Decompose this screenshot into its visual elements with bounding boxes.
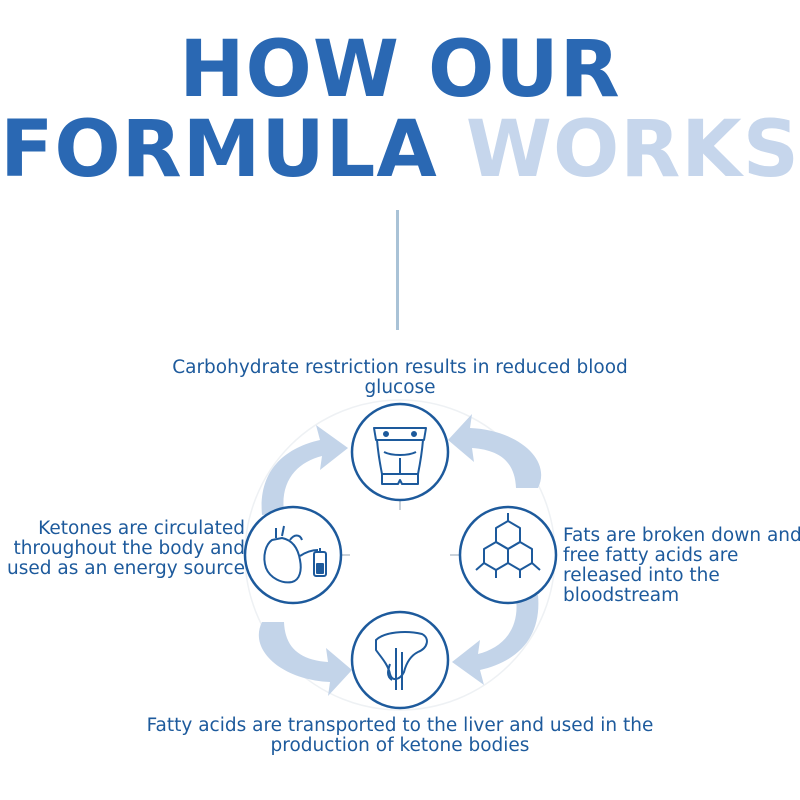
headline-line-2: FORMULA WORKS <box>0 108 800 192</box>
arrow-bottom-right <box>452 595 539 685</box>
torso-icon <box>350 402 450 502</box>
arrow-top-left <box>261 425 348 515</box>
headline-works: WORKS <box>465 105 800 195</box>
step-label-ketones-circulated: Ketones are circulated throughout the bo… <box>7 518 245 579</box>
headline-line-1: HOW OUR <box>0 28 800 112</box>
heart-iv-bag-icon <box>243 505 343 605</box>
arrow-bottom-left <box>258 622 352 696</box>
step-label-carb-restriction: Carbohydrate restriction results in redu… <box>172 357 628 398</box>
hexagon-molecule-icon <box>458 505 558 605</box>
headline-how-our: HOW OUR <box>179 25 621 115</box>
step-label-fatty-acids-liver: Fatty acids are transported to the liver… <box>146 715 654 756</box>
divider-line <box>396 210 399 330</box>
ring-ticks <box>340 500 460 556</box>
headline-formula: FORMULA <box>0 105 438 195</box>
step-label-fats-broken-down: Fats are broken down and free fatty acid… <box>563 525 800 606</box>
liver-icon <box>350 610 450 710</box>
arrow-top-right <box>448 414 542 488</box>
